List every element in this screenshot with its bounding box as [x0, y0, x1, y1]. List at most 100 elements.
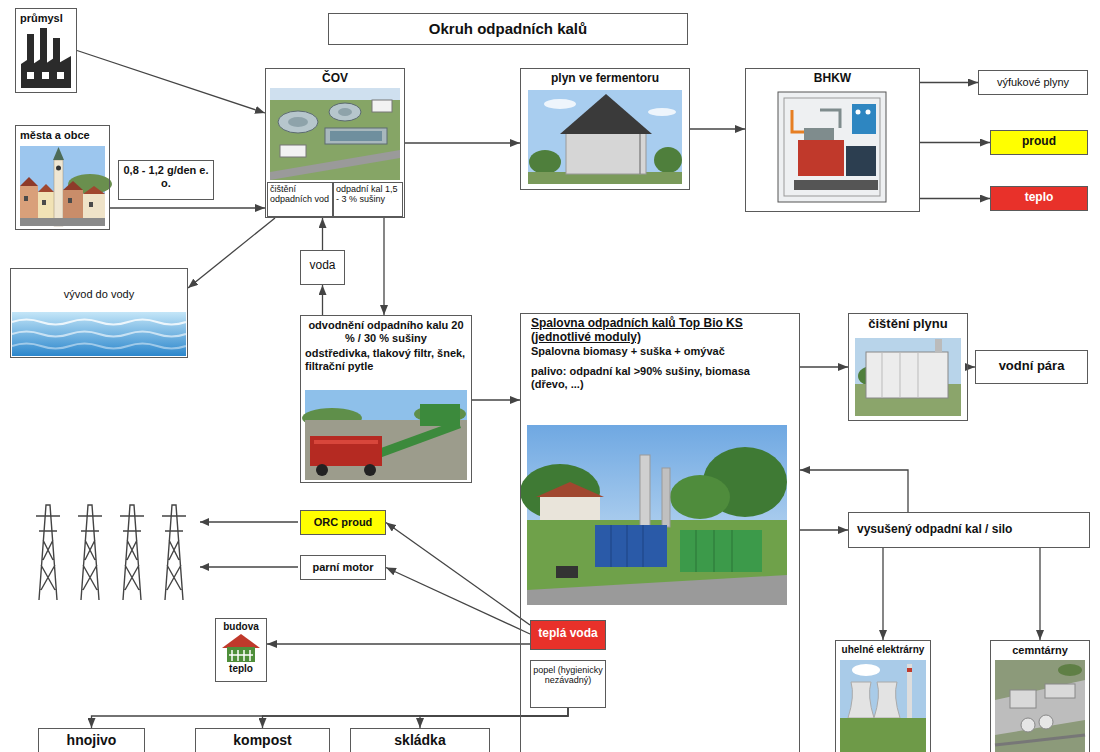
flow-arrow: [267, 643, 530, 644]
dewatering-photo: [302, 390, 467, 480]
consumer-box: budovateplo: [215, 618, 267, 682]
treatment-plant-photo: [329, 103, 361, 121]
flow-arrow: [690, 128, 745, 129]
outlet-box: vývod do vody: [10, 268, 188, 358]
box-label: odvodnění odpadního kalu 20 % / 30 % suš…: [305, 319, 467, 344]
town-photo: [20, 218, 105, 226]
treatment-plant-photo: [270, 88, 400, 180]
fermenter-photo: [528, 90, 682, 184]
cement-plant-photo: [1021, 718, 1035, 732]
fermenter-photo: [529, 150, 561, 174]
storage-box: vysušený odpadní kal / silo: [848, 512, 1090, 548]
use-box: skládka: [350, 728, 490, 752]
use-box: hnojivo: [38, 728, 145, 752]
water-box: voda: [300, 250, 345, 285]
factory-icon: [21, 56, 71, 88]
dewatering-photo: [314, 440, 378, 444]
flow-arrow: [322, 285, 323, 315]
grid-arrow: [200, 521, 298, 522]
power-plant-photo: [852, 664, 880, 676]
box-label: ČOV: [270, 72, 400, 86]
gas-cleaning-photo: [882, 352, 883, 398]
box-label: hnojivo: [41, 732, 142, 748]
consumer-box: cemntárny: [990, 640, 1090, 752]
box-label: Spalovna odpadních kalů Top Bio KS (jedn…: [531, 317, 789, 345]
dewatering-photo: [310, 436, 382, 466]
water-picture: [12, 312, 186, 356]
water-picture: [12, 344, 186, 349]
box-label: vývod do vody: [15, 288, 183, 301]
incinerator-photo: [527, 520, 787, 605]
box-label: odstředivka, tlakový filtr, šnek, filtra…: [305, 347, 467, 372]
incinerator-photo: [536, 482, 604, 497]
flow-arrow: [800, 366, 848, 367]
ash-box: popel (hygienicky nezávadný): [530, 660, 606, 708]
power-plant-photo: [907, 668, 912, 672]
box-label: kompost: [198, 732, 327, 748]
diagram-title: Okruh odpadních kalů: [328, 13, 688, 45]
incinerator-photo: [662, 468, 670, 527]
source-box: průmysl: [15, 8, 77, 93]
water-picture: [12, 312, 186, 356]
load-box: 0,8 - 1,2 g/den e. o.: [118, 160, 214, 200]
chp-unit-photo: [820, 110, 840, 128]
factory-icon: [57, 72, 64, 79]
chp-unit-photo: [866, 110, 871, 115]
grid-arrow: [200, 522, 298, 567]
incinerator-photo: [540, 496, 600, 522]
fermenter-photo: [654, 147, 682, 173]
fermenter-photo: [544, 99, 576, 109]
dewatering-photo: [316, 464, 328, 476]
flow-arrow: [386, 568, 530, 635]
power-pylons: [78, 505, 102, 600]
cement-plant-photo: [995, 660, 1085, 752]
incinerator-photo: [556, 566, 578, 578]
flow-arrow: [92, 708, 569, 728]
incinerator-photo: [595, 525, 667, 567]
town-photo: [38, 184, 54, 192]
fermenter-photo: [566, 132, 646, 174]
box-label: voda: [303, 259, 342, 273]
incinerator-photo: [714, 530, 715, 572]
town-photo: [63, 181, 83, 190]
dewatering-photo: [364, 464, 376, 476]
power-pylons: [36, 505, 60, 600]
incinerator-photo: [611, 525, 612, 567]
box-label: popel (hygienicky nezávadný): [533, 665, 603, 686]
box-label: plyn ve fermentoru: [525, 72, 685, 86]
treatment-plant-photo: [325, 128, 387, 144]
power-plant-photo: [840, 660, 926, 720]
town-photo: [89, 202, 93, 207]
flow-arrow: [77, 51, 265, 114]
flow-arrow: [405, 142, 520, 143]
cement-plant-photo: [1039, 715, 1053, 729]
dewatering-photo: [305, 420, 467, 480]
town-photo: [53, 147, 64, 160]
incinerator-photo: [520, 425, 787, 605]
output-box: proud: [990, 130, 1088, 155]
box-label: skládka: [353, 732, 487, 748]
fermenter-photo: [560, 94, 652, 134]
power-pylons: [36, 505, 186, 600]
chp-unit-photo: [798, 140, 844, 176]
box-label: BHKW: [750, 72, 915, 86]
treatment-plant-photo: [330, 131, 382, 141]
chp-unit-photo: [804, 128, 834, 140]
town-photo: [54, 160, 63, 226]
box-label: odpadní kal 1,5 - 3 % sušiny: [336, 184, 400, 205]
chp-unit-photo: [778, 92, 886, 202]
incinerator-photo: [640, 455, 650, 527]
process-box: plyn ve fermentoru: [520, 68, 690, 190]
box-label: budova: [218, 621, 264, 633]
flow-arrow: [968, 366, 975, 367]
incinerator-photo: [527, 425, 787, 605]
power-plant-photo: [907, 664, 912, 718]
flow-arrow: [386, 523, 530, 626]
box-label: čištění odpadních vod: [270, 184, 330, 205]
cement-plant-photo: [995, 680, 1085, 735]
power-pylons: [120, 505, 144, 600]
gas-cleaning-photo: [900, 352, 901, 398]
town-photo: [42, 200, 46, 205]
flow-arrow: [383, 218, 384, 315]
town-photo: [24, 196, 28, 201]
